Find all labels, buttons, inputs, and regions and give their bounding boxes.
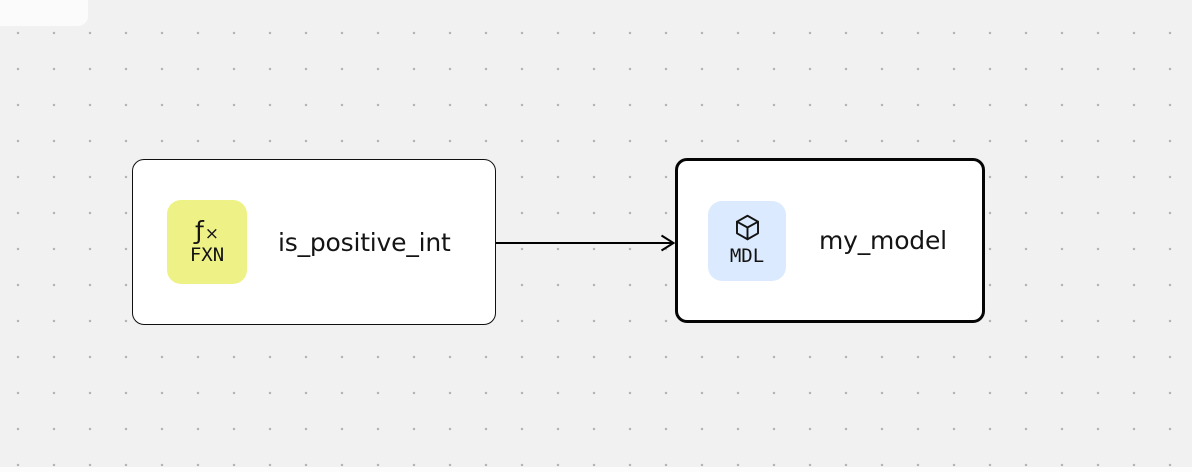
- edge-is_positive_int-to-my_model[interactable]: [496, 234, 676, 252]
- function-icon: ƒ×: [194, 215, 220, 245]
- node-type-tag: MDL: [729, 245, 765, 268]
- node-type-badge-fxn: ƒ× FXN: [167, 200, 247, 284]
- node-is-positive-int[interactable]: ƒ× FXN is_positive_int: [132, 159, 496, 325]
- box-icon: [733, 213, 762, 242]
- node-label: is_positive_int: [278, 227, 451, 257]
- node-type-tag: FXN: [189, 244, 225, 267]
- node-my-model-selected[interactable]: MDL my_model: [675, 158, 985, 323]
- arrowhead-icon: [660, 234, 676, 252]
- bottom-edge-strip: [0, 467, 1192, 472]
- node-type-badge-mdl: MDL: [708, 200, 786, 281]
- canvas-corner-panel: [0, 0, 88, 26]
- node-label: my_model: [819, 226, 947, 255]
